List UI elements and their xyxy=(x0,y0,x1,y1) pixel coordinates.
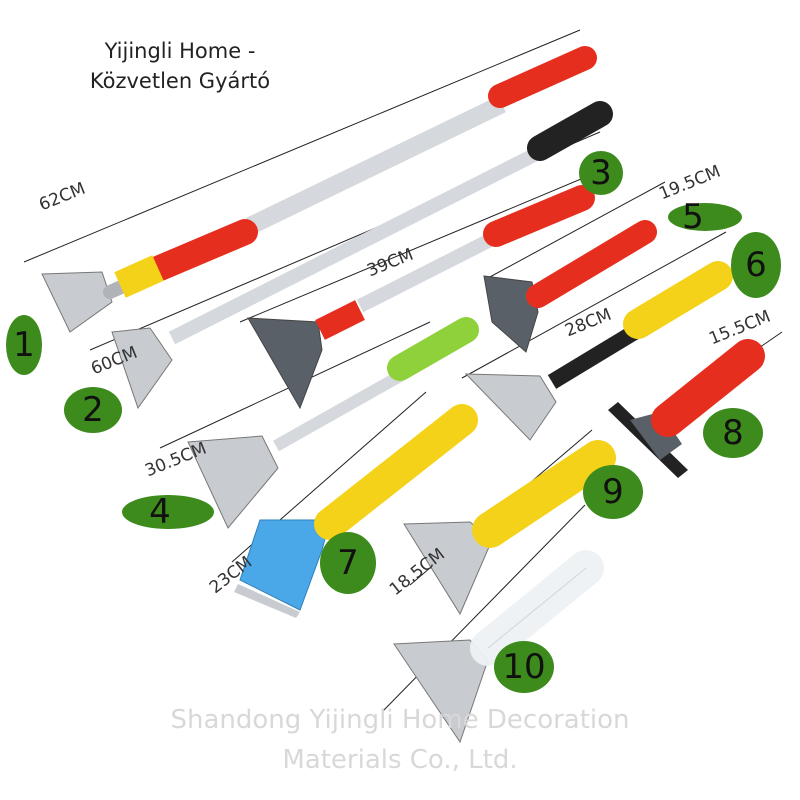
number-badges xyxy=(6,151,781,693)
label-9: 9 xyxy=(602,472,624,512)
scraper-9 xyxy=(403,440,616,616)
scraper-10 xyxy=(393,550,604,744)
label-6: 6 xyxy=(745,245,767,285)
label-4: 4 xyxy=(149,492,171,532)
watermark-line-1: Shandong Yijingli Home Decoration xyxy=(170,705,630,735)
brand-line-2: Közvetlen Gyártó xyxy=(89,69,271,93)
label-2: 2 xyxy=(82,390,104,430)
watermark-line-2: Materials Co., Ltd. xyxy=(282,745,518,775)
scraper-7 xyxy=(234,404,478,618)
label-7: 7 xyxy=(337,543,359,583)
scraper-6 xyxy=(464,261,733,441)
label-1: 1 xyxy=(13,325,35,365)
brand-line-1: Yijingli Home - xyxy=(104,39,256,63)
scraper-4 xyxy=(187,317,479,529)
scraper-5 xyxy=(483,220,657,353)
scraper-8 xyxy=(608,339,765,478)
label-10: 10 xyxy=(502,647,546,687)
scraper-2 xyxy=(111,101,613,410)
brand-caption: Yijingli Home - Közvetlen Gyártó xyxy=(80,36,280,96)
label-5: 5 xyxy=(682,197,704,237)
label-8: 8 xyxy=(722,413,744,453)
label-3: 3 xyxy=(590,153,612,193)
scraper-3 xyxy=(247,185,595,410)
scraper-1 xyxy=(41,46,597,333)
